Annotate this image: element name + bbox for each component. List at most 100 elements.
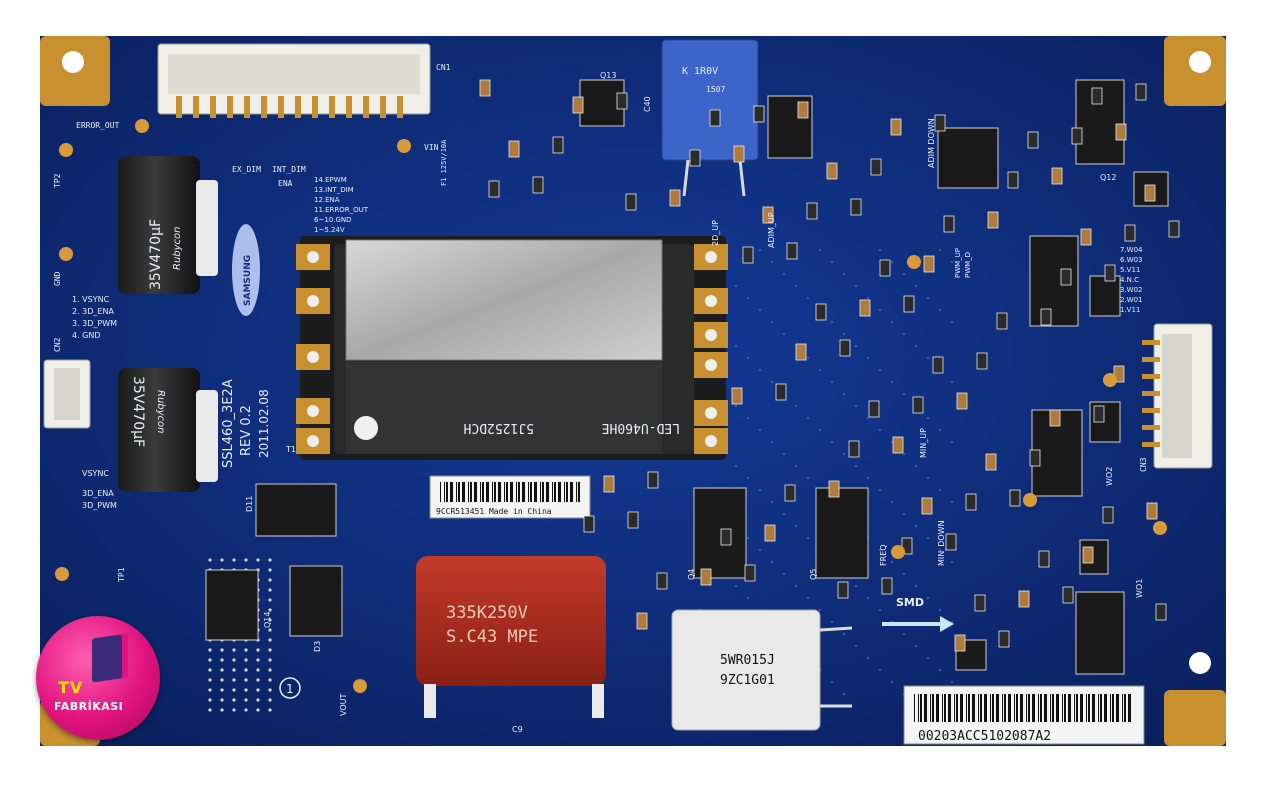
pin-cn1-11: 11.ERROR_OUT xyxy=(314,206,369,214)
test-point xyxy=(907,255,921,269)
barcode-bar xyxy=(456,482,457,502)
barcode-bar xyxy=(992,694,994,722)
smd-part xyxy=(890,118,902,136)
via xyxy=(232,688,236,692)
barcode-bar xyxy=(962,694,963,722)
via xyxy=(220,698,224,702)
barcode-bar xyxy=(986,694,987,722)
smd-part xyxy=(1082,546,1094,564)
2d-up-label: 2D_UP xyxy=(711,220,720,246)
smd-part xyxy=(479,79,491,97)
barcode-bar xyxy=(1098,694,1099,722)
via xyxy=(268,638,272,642)
barcode-bar xyxy=(534,482,536,502)
smd-part xyxy=(956,392,968,410)
tp2-label: TP2 xyxy=(53,173,62,188)
via xyxy=(806,356,810,360)
barcode-bar xyxy=(546,482,548,502)
d11-label: D11 xyxy=(245,496,254,512)
min-up-label: MIN_UP xyxy=(919,428,928,458)
via xyxy=(734,404,738,408)
barcode-bar xyxy=(1058,694,1059,722)
barcode-bar xyxy=(918,694,919,722)
via xyxy=(256,558,260,562)
smd-part xyxy=(828,480,840,498)
via xyxy=(268,578,272,582)
barcode-bar xyxy=(924,694,926,722)
barcode-bar xyxy=(956,694,958,722)
solder-joint xyxy=(307,295,319,307)
via xyxy=(770,440,774,444)
via xyxy=(854,464,858,468)
barcode-bar xyxy=(542,482,544,502)
via xyxy=(866,596,870,600)
via xyxy=(938,428,942,432)
via xyxy=(220,688,224,692)
pin-right-1: 1.V11 xyxy=(1120,306,1140,314)
barcode-bar xyxy=(480,482,481,502)
via xyxy=(938,668,942,672)
barcode-bar xyxy=(954,694,955,722)
via xyxy=(244,688,248,692)
smd-label: SMD xyxy=(896,596,924,609)
ic-package xyxy=(693,487,747,579)
gnd-label: GND xyxy=(53,271,62,286)
barcode-bar xyxy=(530,482,532,502)
smd-part xyxy=(1144,184,1156,202)
barcode-bar xyxy=(470,482,472,502)
via xyxy=(842,692,846,696)
smd-part xyxy=(508,140,520,158)
via xyxy=(842,332,846,336)
barcode-bar xyxy=(1110,694,1111,722)
barcode-bar xyxy=(1124,694,1126,722)
via xyxy=(854,344,858,348)
pin-cn1-gnd: 6~10.GND xyxy=(314,216,352,224)
via xyxy=(208,668,212,672)
smd-part xyxy=(815,303,827,321)
via xyxy=(220,658,224,662)
smd-part xyxy=(636,612,648,630)
via xyxy=(902,512,906,516)
smd-part xyxy=(1113,365,1125,383)
via xyxy=(854,404,858,408)
barcode-bar xyxy=(1034,694,1035,722)
q13-label: Q13 xyxy=(600,71,616,80)
smd-part xyxy=(488,180,500,198)
smd-part xyxy=(1051,167,1063,185)
connector-pin xyxy=(380,96,386,118)
barcode-bar xyxy=(488,482,489,502)
smd-part xyxy=(903,295,915,313)
barcode-bar xyxy=(554,482,556,502)
via xyxy=(818,608,822,612)
via xyxy=(782,272,786,276)
wo2-label: WO2 xyxy=(1105,467,1114,486)
smd-part xyxy=(1091,87,1103,105)
via xyxy=(746,536,750,540)
via xyxy=(926,416,930,420)
barcode-bar xyxy=(990,694,991,722)
connector-pin xyxy=(363,96,369,118)
via xyxy=(902,572,906,576)
barcode-bar xyxy=(1038,694,1039,722)
via xyxy=(842,272,846,276)
connector-pin xyxy=(210,96,216,118)
cn3-label: CN3 xyxy=(1139,457,1148,472)
mount-hole xyxy=(1189,51,1211,73)
barcode-bar xyxy=(1044,694,1046,722)
transformer-t1: 5J1252DCH LED-U460HE T1 xyxy=(285,236,728,460)
via xyxy=(818,248,822,252)
smd-part xyxy=(996,312,1008,330)
barcode-bar xyxy=(942,694,943,722)
barcode-bar xyxy=(500,482,501,502)
barcode-bar xyxy=(1128,694,1130,722)
rev-label: REV 0.2 xyxy=(239,405,254,456)
transformer-code-0: LED-U460HE xyxy=(602,420,680,435)
via xyxy=(866,356,870,360)
smd-part xyxy=(1168,220,1180,238)
barcode-bar xyxy=(966,694,967,722)
smd-part xyxy=(965,493,977,511)
barcode-bar xyxy=(1002,694,1003,722)
barcode-bar xyxy=(1082,694,1083,722)
barcode-bar xyxy=(446,482,448,502)
